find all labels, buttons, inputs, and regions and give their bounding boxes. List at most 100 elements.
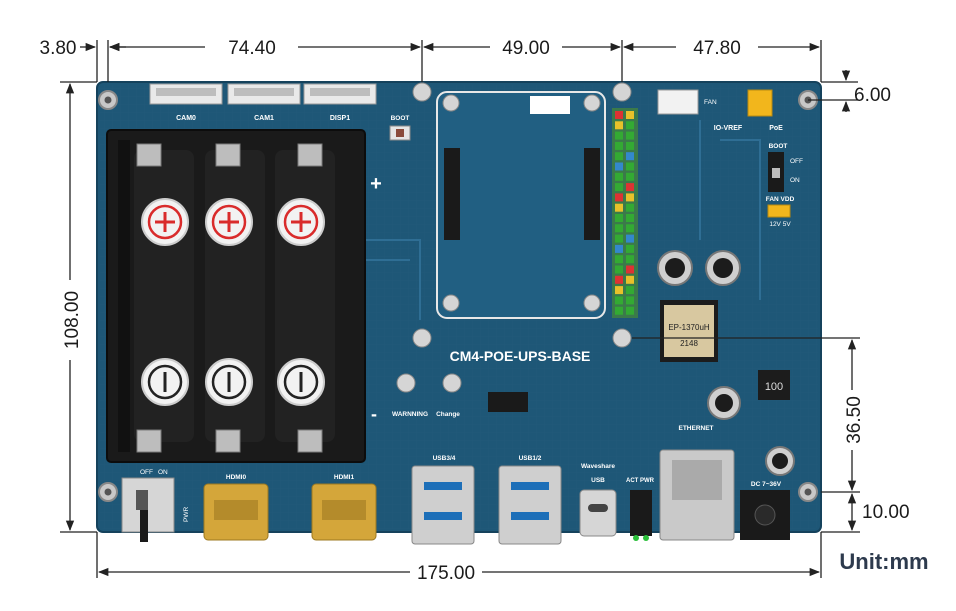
warning-label: WARNNING	[392, 411, 428, 418]
gpio-pin	[626, 162, 634, 171]
gpio-pin	[626, 265, 634, 274]
boot-button-label: BOOT	[391, 115, 410, 122]
waveshare-label: Waveshare	[581, 463, 615, 470]
io-vref-label: IO-VREF	[714, 125, 743, 132]
gpio-pin	[626, 224, 634, 233]
gpio-pin	[615, 121, 623, 130]
disp1-label: DISP1	[330, 115, 350, 122]
gpio-pin	[626, 296, 634, 305]
gpio-pin	[615, 172, 623, 181]
pwr-label: PWR	[183, 507, 190, 522]
gpio-pin	[626, 214, 634, 222]
gpio-pin	[626, 255, 634, 264]
usb-c-port: USB Waveshare	[579, 463, 617, 537]
gpio-pin	[615, 214, 623, 222]
gpio-pin	[626, 275, 634, 284]
dim-bottom-total: 175.00	[417, 563, 475, 584]
cam0-label: CAM0	[176, 115, 196, 122]
dc-label: DC 7~36V	[751, 481, 782, 488]
usb12-port: USB1/2	[498, 455, 562, 545]
gpio-pin	[626, 306, 634, 315]
gpio-pin	[615, 306, 623, 315]
unit-label: Unit:mm	[839, 549, 928, 574]
dim-top-segment-3: 47.80	[693, 38, 741, 59]
hdmi0-port: HDMI0	[203, 474, 269, 541]
power-switch: OFF ON PWR	[121, 469, 190, 542]
battery-minus-icon	[141, 358, 189, 406]
cam1-label: CAM1	[254, 115, 274, 122]
inductor2-label: 100	[765, 381, 783, 393]
inductor-label: EP-1370uH	[668, 323, 710, 332]
dim-right-bottom: 10.00	[862, 502, 910, 523]
battery-plus-icon	[205, 198, 253, 246]
boot-switch-label: BOOT	[769, 143, 788, 150]
gpio-pin	[626, 286, 634, 295]
mounting-hole	[98, 482, 118, 502]
dim-right-mid: 36.50	[844, 396, 865, 444]
inductor-code: 2148	[680, 339, 698, 348]
boot-button: BOOT	[389, 115, 411, 141]
gpio-pin	[615, 111, 623, 119]
fan-vdd-label: FAN VDD	[766, 196, 795, 203]
gpio-pin	[615, 131, 623, 140]
boot-off-label: OFF	[790, 158, 803, 165]
battery-plus-icon	[277, 198, 325, 246]
camera-connectors: CAM0 CAM1 DISP1	[149, 83, 377, 122]
gpio-pin	[615, 275, 623, 284]
change-label: Change	[436, 411, 460, 418]
gpio-pin	[615, 296, 623, 305]
gpio-pin	[615, 265, 623, 274]
gpio-pin	[626, 193, 634, 202]
act-pwr-leds: ACT PWR	[626, 478, 655, 541]
gpio-pin	[615, 162, 623, 171]
dim-right-top: 6.00	[854, 85, 891, 106]
gpio-pin	[626, 183, 634, 192]
dim-top-segment-2: 49.00	[502, 38, 550, 59]
inductor: EP-1370uH 2148	[660, 300, 718, 362]
battery-minus-icon	[277, 358, 325, 406]
dim-left-height: 108.00	[62, 291, 83, 349]
hdmi1-port: HDMI1	[311, 474, 377, 541]
battery-plus-icon	[141, 198, 189, 246]
battery-minus-icon	[205, 358, 253, 406]
pwr-off-label: OFF	[140, 469, 153, 476]
gpio-pin	[615, 234, 623, 243]
test-pads: WARNNING Change	[392, 373, 528, 418]
gpio-pin	[626, 131, 634, 140]
dim-top-left-margin: 3.80	[40, 38, 77, 59]
fan-label: FAN	[704, 99, 717, 106]
gpio-pin	[626, 172, 634, 181]
boot-on-label: ON	[790, 177, 800, 184]
dimension-lines	[60, 40, 860, 578]
gpio-pin	[615, 141, 623, 150]
usb-c-label: USB	[591, 477, 605, 484]
board-title: CM4-POE-UPS-BASE	[450, 348, 591, 364]
inductor-small: 100	[758, 370, 790, 400]
usb12-label: USB1/2	[519, 455, 542, 462]
gpio-pin	[615, 183, 623, 192]
gpio-pin	[626, 234, 634, 243]
gpio-pin	[615, 286, 623, 295]
mounting-hole	[798, 482, 818, 502]
gpio-pin	[615, 255, 623, 264]
gpio-pin	[626, 203, 634, 212]
gpio-pin	[626, 141, 634, 150]
minus-silk: -	[371, 404, 377, 424]
fan-connector: FAN	[657, 89, 717, 115]
poe-jumper: IO-VREF PoE	[714, 89, 783, 132]
ethernet-port: ETHERNET	[659, 425, 735, 541]
ethernet-label: ETHERNET	[678, 425, 713, 432]
mounting-hole	[98, 90, 118, 110]
gpio-pin	[615, 193, 623, 202]
gpio-pin	[615, 152, 623, 161]
gpio-header	[612, 108, 638, 318]
dc-jack: DC 7~36V	[740, 481, 790, 540]
plus-silk: +	[370, 173, 382, 195]
gpio-pin	[626, 121, 634, 130]
usb34-port: USB3/4	[411, 455, 475, 545]
fan-volts-label: 12V 5V	[769, 221, 791, 228]
battery-holder	[106, 129, 366, 463]
act-pwr-label: ACT PWR	[626, 478, 655, 484]
usb34-label: USB3/4	[433, 455, 456, 462]
